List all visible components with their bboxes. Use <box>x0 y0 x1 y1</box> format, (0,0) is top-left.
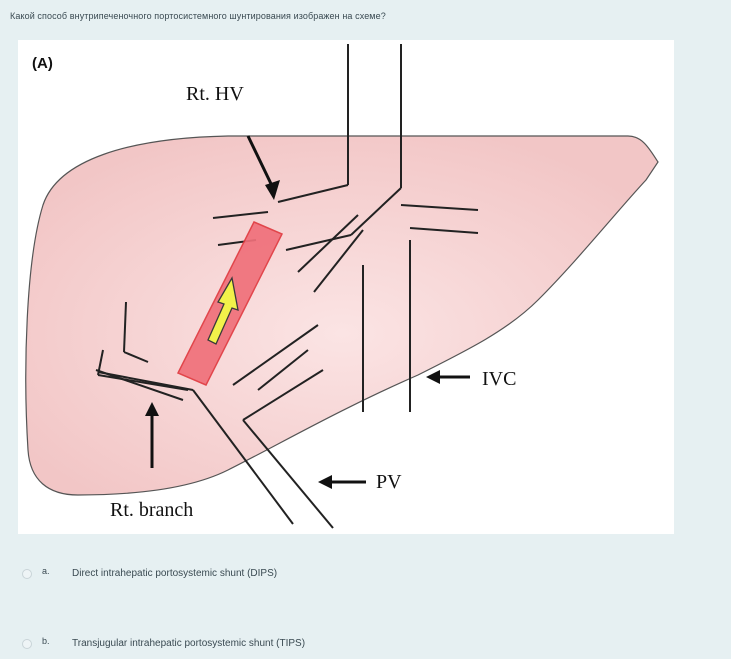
panel-label: (A) <box>32 55 53 72</box>
label-pv: PV <box>376 471 402 493</box>
answer-option-a[interactable]: a. Direct intrahepatic portosystemic shu… <box>22 568 277 579</box>
liver-diagram: (A) Rt. HV IVC PV Rt. branch <box>18 40 674 534</box>
label-ivc: IVC <box>482 368 516 390</box>
question-text: Какой способ внутрипеченочного портосист… <box>10 2 710 36</box>
label-rt-hv: Rt. HV <box>186 83 244 105</box>
answer-text-a[interactable]: Direct intrahepatic portosystemic shunt … <box>72 568 277 579</box>
radio-b[interactable] <box>22 639 32 649</box>
answer-text-b[interactable]: Transjugular intrahepatic portosystemic … <box>72 638 305 649</box>
answer-option-b[interactable]: b. Transjugular intrahepatic portosystem… <box>22 638 305 649</box>
answer-letter-b: b. <box>42 636 72 646</box>
label-rt-branch: Rt. branch <box>110 499 193 521</box>
radio-a[interactable] <box>22 569 32 579</box>
liver-outline <box>26 136 658 495</box>
answer-letter-a: a. <box>42 566 72 576</box>
